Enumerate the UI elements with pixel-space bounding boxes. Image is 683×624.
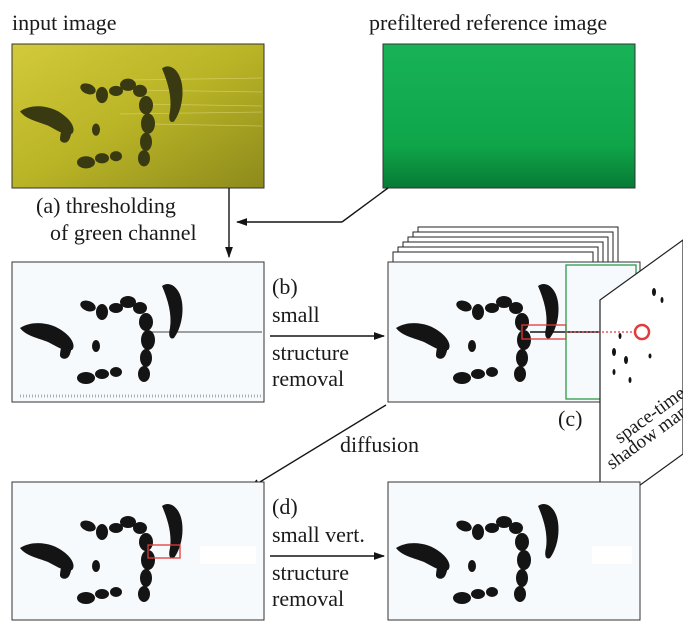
step-d-label-1: small vert. [272, 522, 365, 547]
step-a-label-1: (a) thresholding [36, 193, 176, 218]
step-c-tag: (c) [558, 406, 582, 431]
step-b-label-1: small [272, 302, 320, 327]
reference-image-title: prefiltered reference image [369, 10, 607, 35]
diffused-image-panel [11, 481, 265, 621]
step-b-tag: (b) [272, 274, 298, 299]
thresholded-image-panel [11, 261, 265, 403]
diffusion-label: diffusion [340, 432, 419, 457]
arrow-diffusion [249, 404, 387, 489]
highlight-red-box-d [147, 544, 181, 559]
step-b-label-3: removal [272, 366, 344, 391]
step-d-label-3: removal [272, 586, 344, 611]
step-b-label-2: structure [272, 340, 349, 365]
arrow-reference-to-threshold [341, 187, 389, 223]
space-time-shadow-map: space-time shadow map [566, 239, 683, 516]
input-image-title: input image [12, 10, 116, 35]
step-a-label-2: of green channel [50, 220, 197, 245]
reference-image-panel [382, 43, 636, 189]
step-d-tag: (d) [272, 494, 298, 519]
final-image-panel [387, 481, 641, 621]
input-image-panel [11, 43, 265, 189]
step-d-label-2: structure [272, 560, 349, 585]
highlight-red-circle [633, 323, 651, 341]
